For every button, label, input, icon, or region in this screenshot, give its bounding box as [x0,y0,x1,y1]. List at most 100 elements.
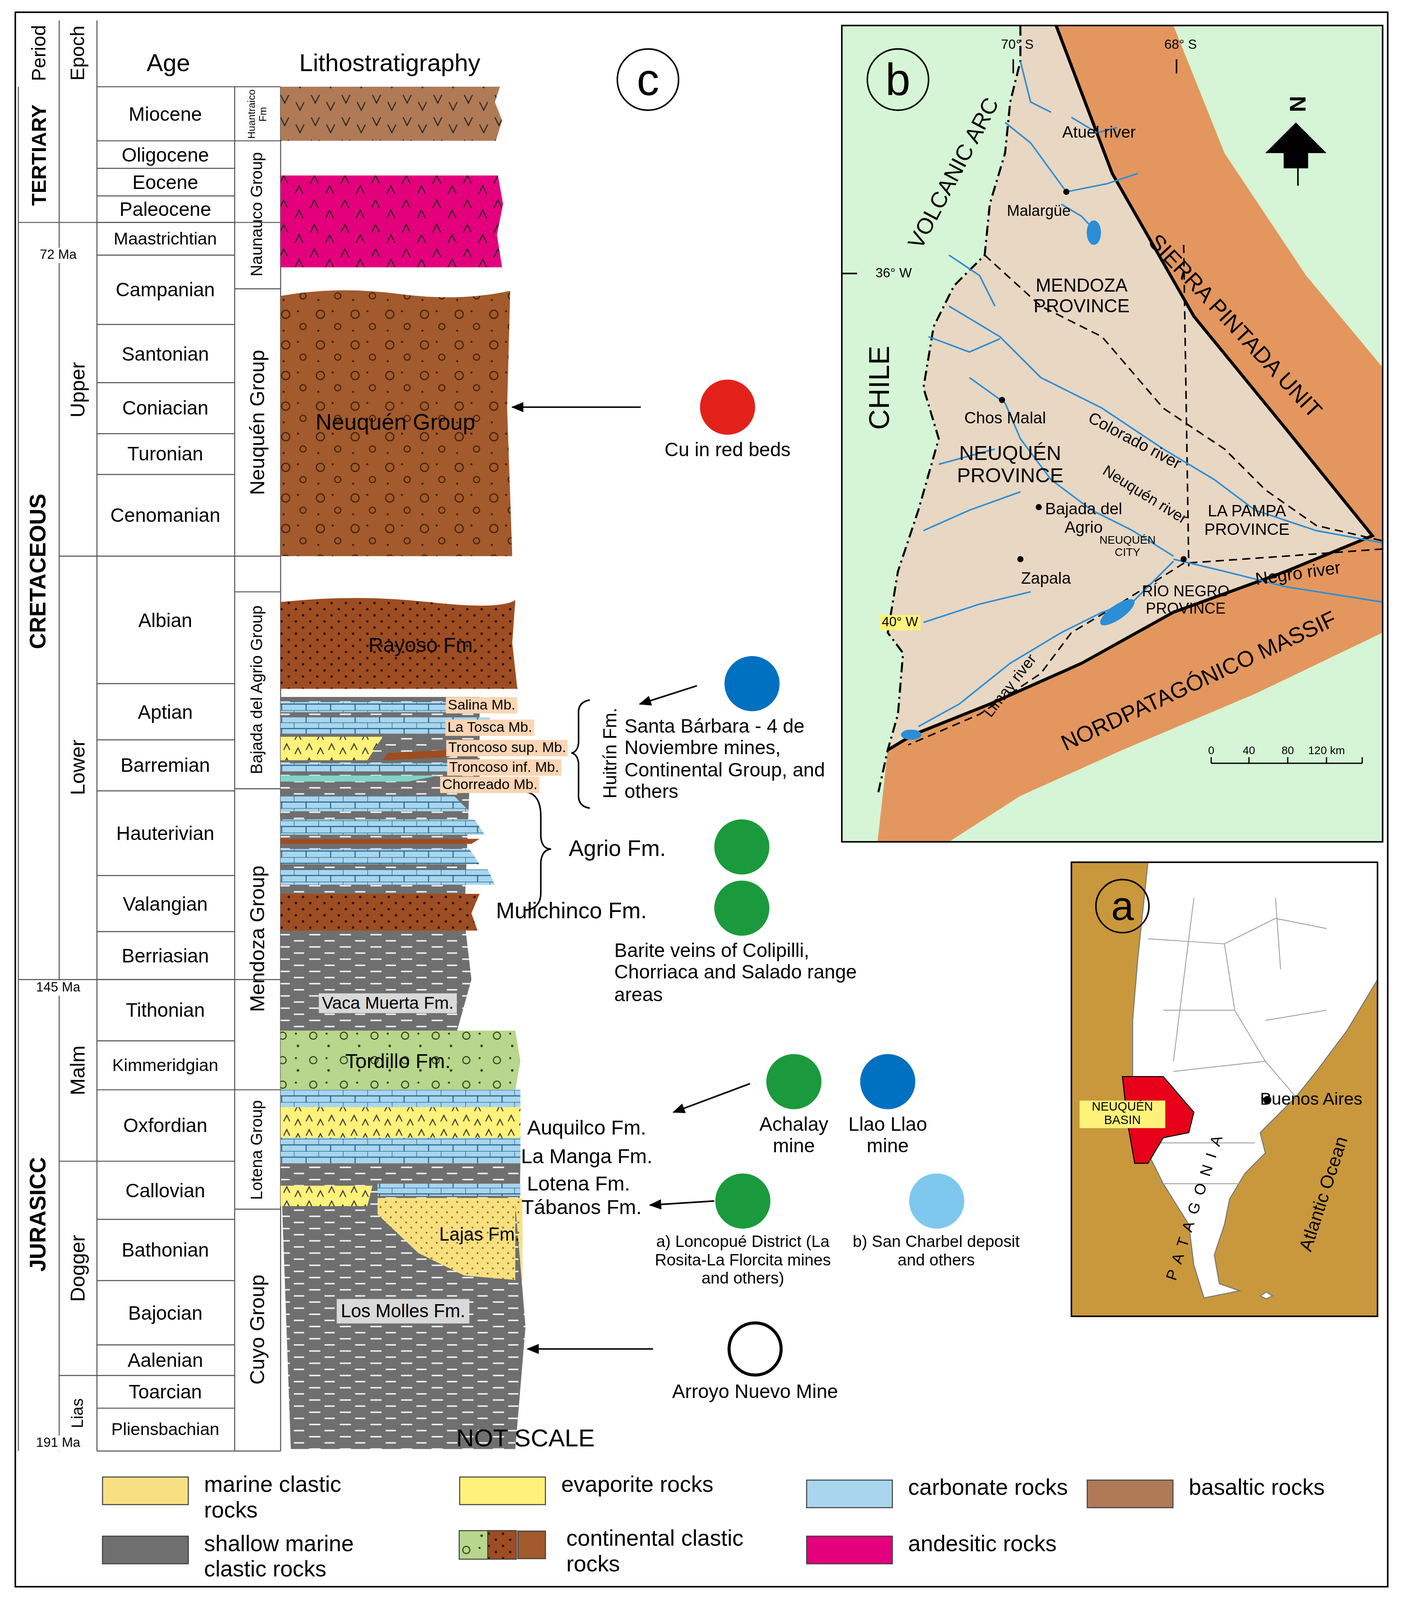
label-text: Barremian [120,754,211,777]
label-text: Atuel river [1062,123,1136,142]
label-text: 0 [1207,743,1215,757]
deposit-symbol: Llao Llao mine [836,1053,940,1157]
label-text: CRETACEOUS [26,493,52,650]
label-text: Aptian [137,700,194,723]
label-text: Bajada del Agrio [1037,499,1130,537]
deposit-symbol: Arroyo Nuevo Mine [652,1321,858,1402]
leader-arrow [527,1347,653,1350]
label-text: Chos Malal [964,408,1046,428]
node-caption: a) Loncopué District (La Rosita-La Florc… [652,1232,833,1287]
legend-swatch [1086,1479,1174,1508]
label-text: Salina Mb. [445,696,518,713]
deposit-circle [860,1053,916,1110]
label-text: 68° S [1164,37,1197,53]
label-text: MENDOZA PROVINCE [1025,275,1138,317]
label-text: Vaca Muerta Fm. [318,992,457,1013]
label-text: Eocene [132,171,199,194]
label-text: Paleocene [119,198,212,221]
label-text: 80 [1281,743,1295,757]
label-text: Huitrín Fm. [599,707,621,799]
label-text: 191 Ma [34,1435,82,1450]
label-text: Pliensbachian [111,1419,220,1439]
legend-swatch [517,1530,547,1559]
label-text: Maastrichtian [113,228,217,249]
label-text: Berriasian [121,944,209,967]
legend-text: basaltic rocks [1188,1475,1368,1501]
label-text: Coniacian [122,397,209,420]
label-text: 40° W [879,614,921,630]
label-text: Santonian [121,342,210,365]
label-text: Tithonian [125,999,205,1022]
label-text: b [885,54,911,105]
formation-band: Neuquén Group [280,288,511,556]
label-text: NEUQUÉN PROVINCE [943,441,1077,488]
label-text: Cenomanian [110,504,221,527]
label-text: CHILE [863,345,896,430]
deposit-circle [700,379,756,435]
legend-swatch [102,1535,189,1564]
formation-band: Los Molles Fm. [280,1265,526,1357]
label-text: Zapala [1021,569,1072,588]
deposit-symbol: b) San Charbel deposit and others [846,1172,1026,1269]
legend-text: shallow marine clastic rocks [204,1531,383,1582]
label-text: La Tosca Mb. [445,719,535,736]
label-text: Lower [66,739,89,795]
label-text: Toarcian [128,1380,202,1403]
legend-swatch [806,1479,893,1508]
node-caption: b) San Charbel deposit and others [846,1232,1026,1269]
node-caption: Arroyo Nuevo Mine [672,1380,839,1403]
legend-swatch [806,1535,893,1564]
node-caption: Cu in red beds [664,438,791,461]
deposit-symbol: Santa Bárbara - 4 de Noviembre mines, Co… [624,655,880,802]
legend-text: andesitic rocks [908,1531,1087,1557]
label-text: Callovian [125,1179,206,1202]
label-text: N [1284,95,1310,113]
deposit-circle [715,1172,771,1229]
label-text: RÍO NEGRO PROVINCE [1129,582,1242,617]
legend-text: carbonate rocks [908,1475,1087,1501]
label-text: Mulichinco Fm. [496,898,648,924]
label-text: Lotena Group [247,1099,266,1200]
deposit-symbol: Achalay mine [742,1053,846,1157]
legend-swatch [459,1476,546,1505]
label-text: Rayoso Fm. [368,633,479,656]
node-caption: Achalay mine [742,1112,846,1157]
label-text: Valangian [122,892,208,915]
label-text: Kimmeridgian [112,1055,219,1075]
label-text: Aalenian [127,1348,203,1371]
node-caption: Santa Bárbara - 4 de Noviembre mines, Co… [624,715,880,802]
node-caption: Llao Llao mine [836,1112,940,1157]
deposit-symbol: Barite veins of Colipilli, Chorriaca and… [614,880,870,1005]
label-text: 36° W [875,265,912,281]
label-text: LA PAMPA PROVINCE [1190,501,1303,539]
node-caption: Barite veins of Colipilli, Chorriaca and… [614,939,870,1005]
label-text: Chorreado Mb. [440,776,540,793]
label-text: Naunauco Group [247,151,266,276]
label-text: Oligocene [121,143,210,166]
node-caption: Los Molles Fm. [336,1298,470,1324]
label-text: Bajocian [128,1301,203,1324]
deposit-circle [727,1321,783,1377]
label-text: Oxfordian [123,1114,208,1137]
label-text: Period [27,25,50,82]
label-text: Dogger [66,1234,89,1302]
label-text: Troncoso sup. Mb. [446,739,569,756]
label-text: Age [146,49,191,77]
legend-swatch [102,1476,189,1505]
leader-arrow [512,406,642,409]
label-text: Bathonian [121,1239,210,1261]
label-text: Lajas Fm. [439,1223,521,1245]
legend-text: continental clastic rocks [566,1525,745,1577]
deposit-circle [908,1172,964,1229]
label-text: a [1111,883,1134,929]
label-text: JURASICC [26,1156,52,1272]
label-text: Agrio Fm. [568,836,667,862]
label-text: Miocene [128,103,202,125]
label-text: NEUQUÉN BASIN [1079,1100,1166,1128]
label-text: TERTIARY [27,104,51,206]
label-text: Hauterivian [116,822,215,844]
label-text: NEUQUÉN CITY [1096,533,1159,559]
label-text: Malargüe [1006,202,1071,221]
label-text: Mendoza Group [245,865,269,1012]
